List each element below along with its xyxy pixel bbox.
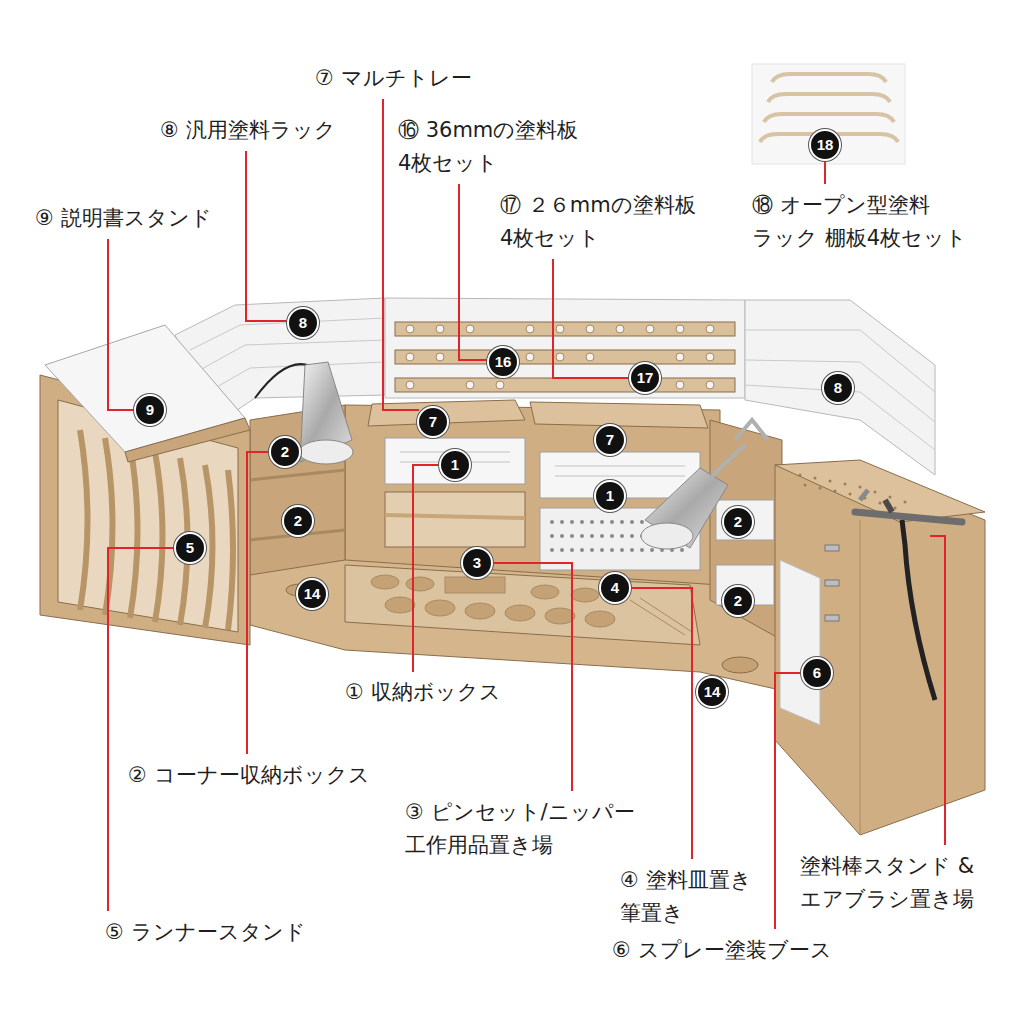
callout-number: 8 — [287, 307, 319, 339]
part-label: ⑨ 説明書スタンド — [35, 202, 212, 235]
shelf-inset — [752, 64, 905, 164]
lamps — [255, 362, 768, 549]
part-label: ① 収納ボックス — [345, 676, 501, 709]
callout-number: 2 — [269, 436, 301, 468]
callout-number: 9 — [134, 394, 166, 426]
callout-number: 1 — [594, 480, 626, 512]
part-label: ⑧ 汎用塗料ラック — [160, 114, 336, 147]
callout-number: 17 — [629, 362, 661, 394]
part-label: ② コーナー収納ボックス — [128, 759, 370, 792]
callout-number: 6 — [801, 657, 833, 689]
part-label: ④ 塗料皿置き 筆置き — [620, 864, 780, 930]
callout-number: 8 — [822, 372, 854, 404]
callout-number: 1 — [439, 449, 471, 481]
part-label: 塗料棒スタンド & エアブラシ置き場 — [800, 850, 995, 916]
callout-number: 2 — [722, 585, 754, 617]
callout-number: 7 — [417, 406, 449, 438]
callout-number: 16 — [487, 346, 519, 378]
part-label: ⑯ 36mmの塗料板 4枚セット — [398, 114, 593, 180]
callout-number: 14 — [696, 676, 728, 708]
leader-lines — [108, 99, 945, 929]
callout-number: 2 — [282, 505, 314, 537]
callout-number: 4 — [599, 572, 631, 604]
desk — [40, 298, 985, 835]
part-label: ⑥ スプレー塗装ブース — [612, 934, 832, 967]
callout-number: 14 — [296, 578, 328, 610]
part-label: ⑱ オープン型塗料 ラック 棚板4枚セット — [752, 189, 992, 255]
callout-number: 5 — [174, 532, 206, 564]
part-label: ③ ピンセット/ニッパー 工作用品置き場 — [405, 796, 675, 862]
part-label: ⑰ ２６mmの塗料板 4枚セット — [500, 189, 715, 255]
callout-number: 7 — [594, 424, 626, 456]
callout-number: 3 — [461, 547, 493, 579]
part-label: ⑤ ランナースタンド — [105, 916, 306, 949]
part-label: ⑦ マルチトレー — [315, 62, 472, 95]
callout-number: 2 — [722, 506, 754, 538]
callout-number: 18 — [809, 129, 841, 161]
